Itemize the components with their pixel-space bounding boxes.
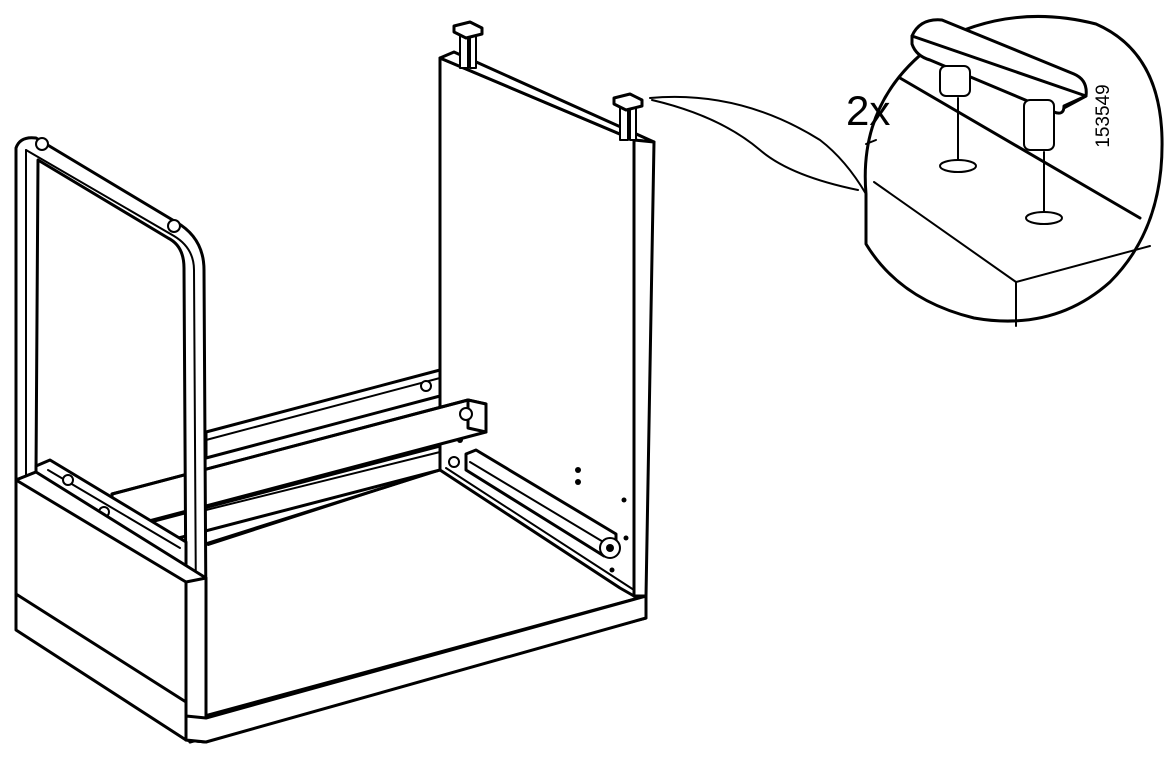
illustration-code: 153549 bbox=[1093, 84, 1114, 148]
dowel-peg-icon bbox=[910, 18, 1088, 225]
quantity-label: 2x bbox=[846, 87, 891, 134]
back-panel-dowel-right bbox=[612, 92, 644, 141]
magnifier-callout bbox=[649, 14, 1164, 327]
back-panel-dowel-left bbox=[452, 20, 484, 69]
drawer-runner bbox=[464, 448, 621, 559]
cabinet-frame-illustration bbox=[14, 20, 656, 744]
bottom-panel-front-edge bbox=[184, 594, 648, 744]
